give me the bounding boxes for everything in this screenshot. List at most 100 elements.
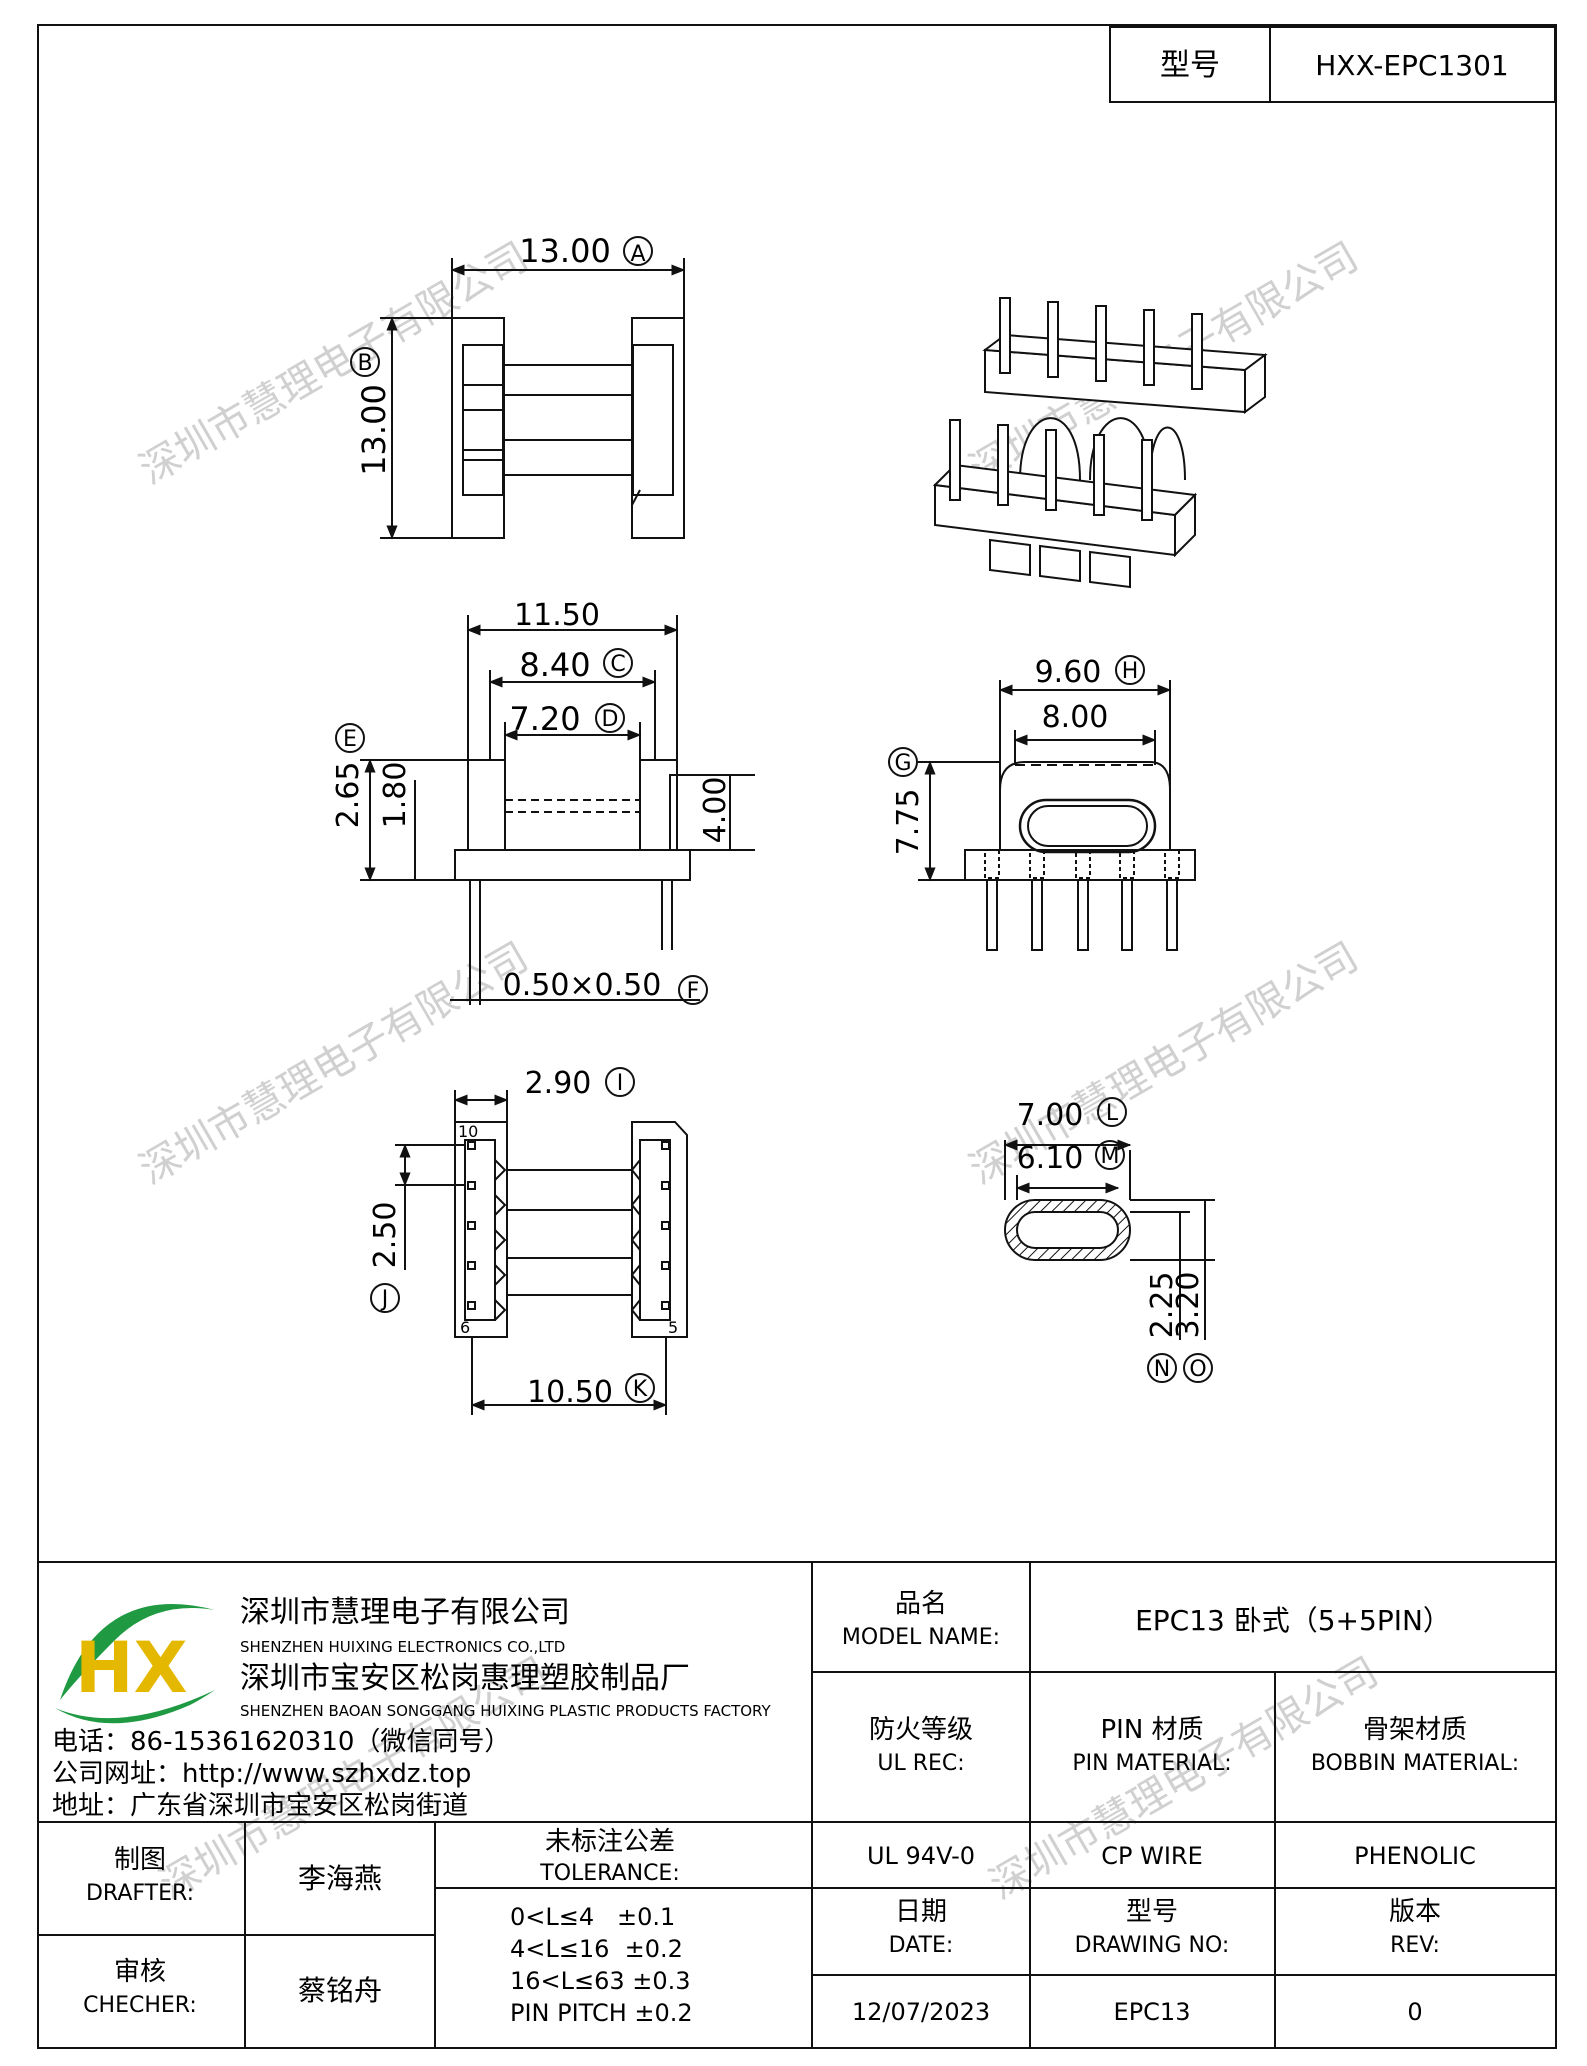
watermark-text: 深圳市慧理电子有限公司	[132, 234, 536, 494]
front-view	[918, 680, 1196, 951]
bobbin-material-label-en: BOBBIN MATERIAL:	[1311, 1751, 1519, 1776]
dim-f-value: 0.50×0.50	[503, 968, 662, 1003]
company-name-en: SHENZHEN HUIXING ELECTRONICS CO.,LTD	[240, 1638, 565, 1656]
model-name-label-en: MODEL NAME:	[842, 1625, 1000, 1650]
dim-a-marker	[623, 236, 653, 266]
company-name-cn: 深圳市慧理电子有限公司	[240, 1595, 570, 1630]
drawing-no-value: EPC13	[1114, 1998, 1191, 2026]
dim-e-value: 2.65	[331, 762, 366, 829]
drafter-label-cn: 制图	[114, 1845, 166, 1875]
isometric-view	[932, 297, 1268, 589]
dim-c-value: 8.40	[519, 646, 590, 684]
dim-k-marker	[625, 1373, 655, 1403]
section-view	[1003, 1139, 1215, 1340]
ul-rec-value: UL 94V-0	[867, 1842, 975, 1870]
dim-o-marker	[1183, 1353, 1213, 1383]
dim-o-value: 3.20	[1171, 1272, 1206, 1339]
dim-a-value: 13.00	[519, 232, 611, 270]
dim-1150-value: 11.50	[514, 598, 600, 633]
factory-name-cn: 深圳市宝安区松岗惠理塑胶制品厂	[240, 1661, 690, 1696]
tolerance-line-4: PIN PITCH ±0.2	[510, 1999, 693, 2027]
factory-name-en: SHENZHEN BAOAN SONGGANG HUIXING PLASTIC …	[240, 1702, 772, 1720]
dim-d-value: 7.20	[509, 700, 580, 738]
dim-j-value: 2.50	[368, 1202, 403, 1269]
dim-m-marker	[1095, 1140, 1125, 1170]
dim-d-letter: D	[602, 707, 619, 732]
pin-material-value: CP WIRE	[1101, 1842, 1203, 1870]
rev-label-en: REV:	[1390, 1933, 1440, 1958]
sheet-border	[37, 24, 1557, 2049]
top-view	[380, 258, 686, 540]
dim-b-marker	[350, 347, 380, 377]
date-label-en: DATE:	[889, 1933, 954, 1958]
company-logo: HX	[55, 1604, 215, 1724]
dim-l-marker	[1097, 1097, 1127, 1127]
dim-m-value: 6.10	[1017, 1141, 1084, 1176]
dim-f-marker	[678, 975, 708, 1005]
bottom-view	[395, 1090, 688, 1415]
dim-c-marker	[603, 648, 633, 678]
dim-l-letter: L	[1106, 1101, 1119, 1126]
pin-label-6: 6	[460, 1318, 470, 1337]
dim-i-marker	[605, 1067, 635, 1097]
dim-g-letter: G	[894, 751, 911, 776]
pin-material-label-en: PIN MATERIAL:	[1072, 1751, 1231, 1776]
checker-label-cn: 审核	[114, 1957, 166, 1987]
tolerance-label-cn: 未标注公差	[545, 1827, 675, 1857]
watermark-text: 深圳市慧理电子有限公司	[132, 934, 536, 1194]
dim-m-letter: M	[1101, 1144, 1120, 1169]
dim-j-letter: J	[380, 1287, 389, 1312]
logo-letters: HX	[75, 1627, 188, 1709]
pin-label-5: 5	[668, 1318, 678, 1337]
drafter-name: 李海燕	[298, 1862, 382, 1895]
date-label-cn: 日期	[895, 1897, 947, 1927]
bobbin-material-value: PHENOLIC	[1354, 1842, 1476, 1870]
pin-material-label-cn: PIN 材质	[1100, 1715, 1203, 1745]
dim-n-letter: N	[1154, 1357, 1170, 1382]
dim-e-letter: E	[343, 727, 357, 752]
tolerance-line-1: 0<L≤4 ±0.1	[510, 1903, 675, 1931]
dim-h-marker	[1115, 655, 1145, 685]
date-value: 12/07/2023	[852, 1998, 990, 2026]
dim-g-value: 7.75	[891, 789, 926, 856]
dim-f-letter: F	[687, 979, 700, 1004]
rev-label-cn: 版本	[1389, 1897, 1441, 1927]
bobbin-material-label-cn: 骨架材质	[1363, 1715, 1467, 1745]
dim-h-value: 9.60	[1035, 655, 1102, 690]
ul-rec-label-en: UL REC:	[877, 1751, 964, 1776]
side-view	[360, 615, 755, 1005]
dim-g-marker	[888, 747, 918, 777]
dim-400-value: 4.00	[698, 777, 733, 844]
drawing-no-label-cn: 型号	[1126, 1897, 1178, 1927]
dim-k-value: 10.50	[527, 1375, 613, 1410]
dim-d-marker	[595, 703, 625, 733]
dim-c-letter: C	[610, 652, 625, 677]
company-phone: 电话：86-15361620310（微信同号）	[52, 1727, 510, 1757]
title-block-grid	[38, 1561, 1556, 2048]
dim-b-letter: B	[357, 351, 372, 376]
model-name-value: EPC13 卧式（5+5PIN）	[1135, 1604, 1451, 1637]
checker-name: 蔡铭舟	[298, 1974, 382, 2007]
model-box: 型号 HXX-EPC1301	[1109, 26, 1556, 103]
rev-value: 0	[1407, 1998, 1422, 2026]
dim-i-letter: I	[617, 1071, 624, 1096]
dim-l-value: 7.00	[1017, 1098, 1084, 1133]
checker-label-en: CHECHER:	[83, 1993, 197, 2018]
dim-b-value: 13.00	[355, 384, 393, 476]
dim-180-value: 1.80	[378, 762, 413, 829]
dim-a-letter: A	[630, 242, 645, 267]
tolerance-line-3: 16<L≤63 ±0.3	[510, 1967, 691, 1995]
company-website: 公司网址：http://www.szhxdz.top	[52, 1759, 471, 1789]
dim-k-letter: K	[633, 1377, 648, 1402]
watermarks: 深圳市慧理电子有限公司 深圳市慧理电子有限公司 深圳市慧理电子有限公司 深圳市慧…	[132, 234, 1386, 1909]
model-name-label-cn: 品名	[895, 1589, 947, 1619]
tolerance-line-2: 4<L≤16 ±0.2	[510, 1935, 683, 1963]
dim-e-marker	[335, 723, 365, 753]
ul-rec-label-cn: 防火等级	[869, 1715, 973, 1745]
pin-label-10: 10	[458, 1122, 478, 1141]
tolerance-label-en: TOLERANCE:	[539, 1861, 680, 1886]
dim-800-value: 8.00	[1042, 700, 1109, 735]
drawing-no-label-en: DRAWING NO:	[1075, 1933, 1230, 1958]
dim-n-marker	[1147, 1353, 1177, 1383]
